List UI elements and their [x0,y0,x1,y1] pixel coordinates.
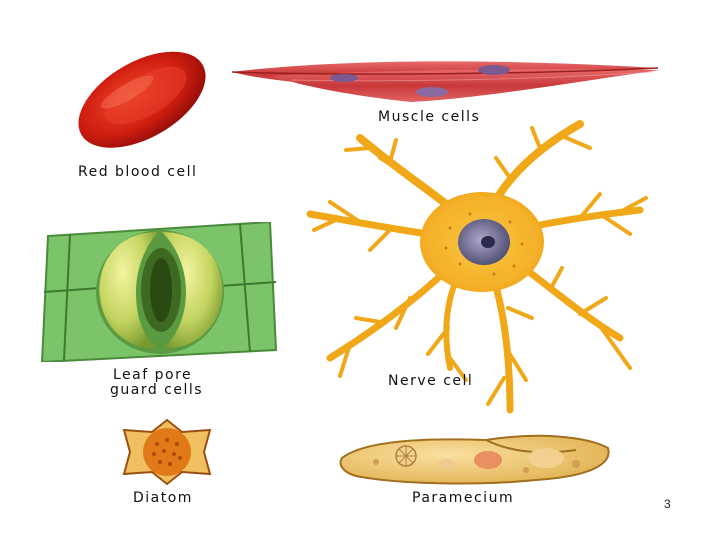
paramecium-illustration [339,434,610,485]
red-blood-cell-label: Red blood cell [78,164,198,180]
diatom-illustration [122,418,212,486]
paramecium-label: Paramecium [412,490,515,506]
nerve-cell-label: Nerve cell [388,373,474,389]
muscle-cells-label: Muscle cells [378,109,481,125]
red-blood-cell-illustration [78,51,206,148]
leaf-pore-label-line1: Leaf pore [113,367,193,383]
muscle-cells-illustration [232,61,660,102]
nerve-cell-illustration [306,120,648,414]
diatom-label: Diatom [133,490,193,506]
page-number: 3 [664,497,671,511]
leaf-guard-cells-illustration [40,222,278,362]
leaf-pore-label-line2: guard cells [110,382,204,398]
